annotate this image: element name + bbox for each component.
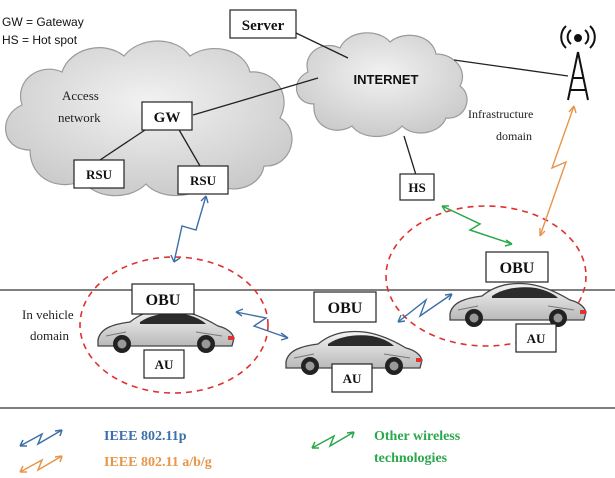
legend-other-wireless-label-2: technologies [374, 451, 448, 466]
internet-label: INTERNET [354, 72, 419, 87]
gw-label: GW [154, 110, 181, 126]
obu-left-box: OBU [131, 283, 195, 315]
legend-ieee-80211abg-label: IEEE 802.11 a/b/g [104, 455, 212, 470]
radio-tower-icon [560, 25, 596, 101]
gw-box: GW [141, 101, 193, 131]
au-right-label: AU [527, 331, 546, 346]
infrastructure-label-2: domain [496, 129, 532, 143]
au-mid-label: AU [343, 371, 362, 386]
vehicle-domain-ellipse-left [79, 256, 269, 394]
in-vehicle-label-2: domain [30, 328, 69, 343]
wireless-link-rsu-obu-left [170, 195, 209, 263]
rsu-right-label: RSU [190, 173, 217, 188]
obu-mid-label: OBU [328, 300, 363, 317]
in-vehicle-label-1: In vehicle [22, 307, 74, 322]
obu-left-label: OBU [146, 292, 181, 309]
au-left-label: AU [155, 357, 174, 372]
access-network-label-2: network [58, 110, 101, 125]
au-right-box: AU [515, 323, 557, 353]
au-left-box: AU [143, 349, 185, 379]
abbrev-gw: GW = Gateway [2, 15, 84, 29]
server-box: Server [229, 9, 297, 39]
access-network-label-1: Access [62, 88, 99, 103]
abbrev-hs: HS = Hot spot [2, 33, 78, 47]
obu-right-label: OBU [500, 260, 535, 277]
vehicle-domain-ellipse-right [385, 205, 587, 347]
wired-links [99, 32, 569, 176]
wireless-link-tower-obu [539, 105, 577, 237]
rsu-right-box: RSU [177, 165, 229, 195]
hs-label: HS [408, 180, 425, 195]
legend-ieee-80211p-icon [19, 429, 63, 447]
server-label: Server [242, 18, 285, 34]
wireless-link-obu-left-mid [235, 308, 289, 341]
obu-right-box: OBU [485, 251, 549, 283]
rsu-left-box: RSU [73, 159, 125, 189]
rsu-left-label: RSU [86, 167, 113, 182]
legend-ieee-80211p-label: IEEE 802.11p [104, 429, 187, 444]
car-icon [97, 308, 235, 354]
legend-other-wireless-label-1: Other wireless [374, 429, 461, 444]
obu-mid-box: OBU [313, 291, 377, 323]
au-mid-box: AU [331, 363, 373, 393]
legend-ieee-80211abg-icon [19, 455, 63, 473]
infrastructure-label-1: Infrastructure [468, 107, 533, 121]
hs-box: HS [399, 173, 435, 201]
wireless-link-obu-mid-right [397, 293, 453, 323]
legend-other-wireless-icon [311, 431, 355, 449]
wireless-link-hs-obu [441, 205, 513, 247]
